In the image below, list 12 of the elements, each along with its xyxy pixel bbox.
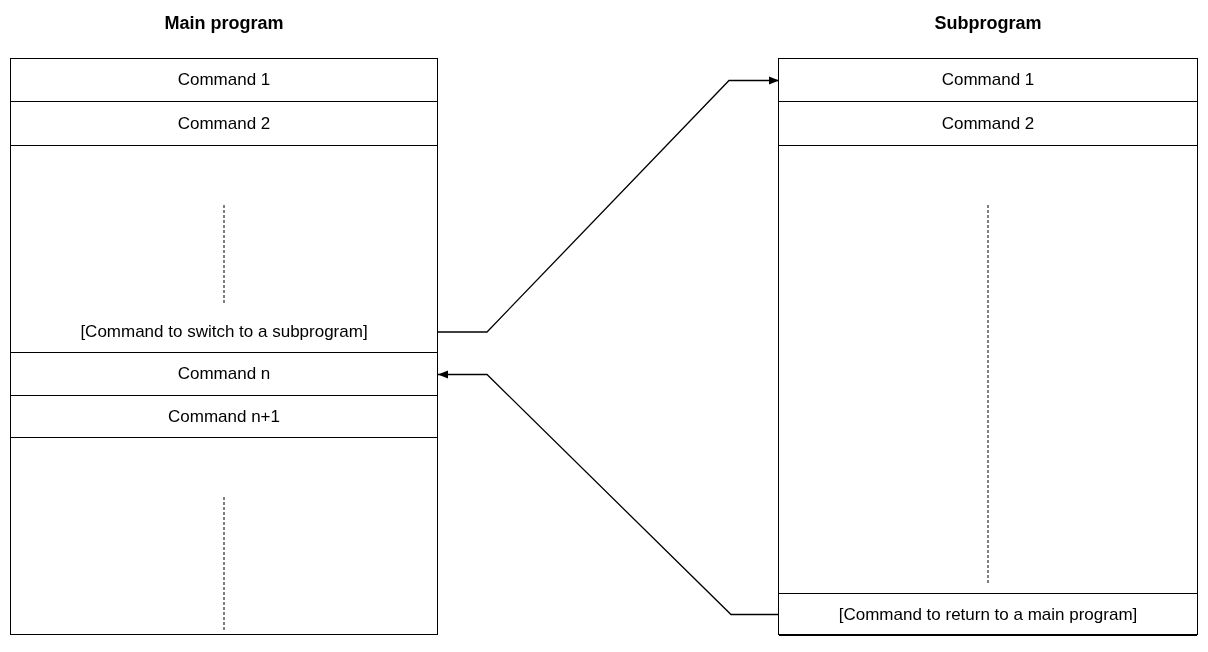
command-row: Command n+1 — [11, 396, 437, 438]
command-row: [Command to return to a main program] — [779, 593, 1197, 636]
command-row: Command 1 — [11, 59, 437, 102]
program-title: Main program — [163, 13, 285, 34]
program-title: Subprogram — [933, 13, 1043, 34]
command-row: Command n — [11, 353, 437, 396]
command-row: Command 2 — [11, 102, 437, 146]
command-row: Command 1 — [779, 59, 1197, 102]
command-row: Command 2 — [779, 102, 1197, 146]
arrow — [437, 370, 780, 616]
command-row: [Command to switch to a subprogram] — [11, 311, 437, 353]
arrow — [436, 76, 780, 333]
